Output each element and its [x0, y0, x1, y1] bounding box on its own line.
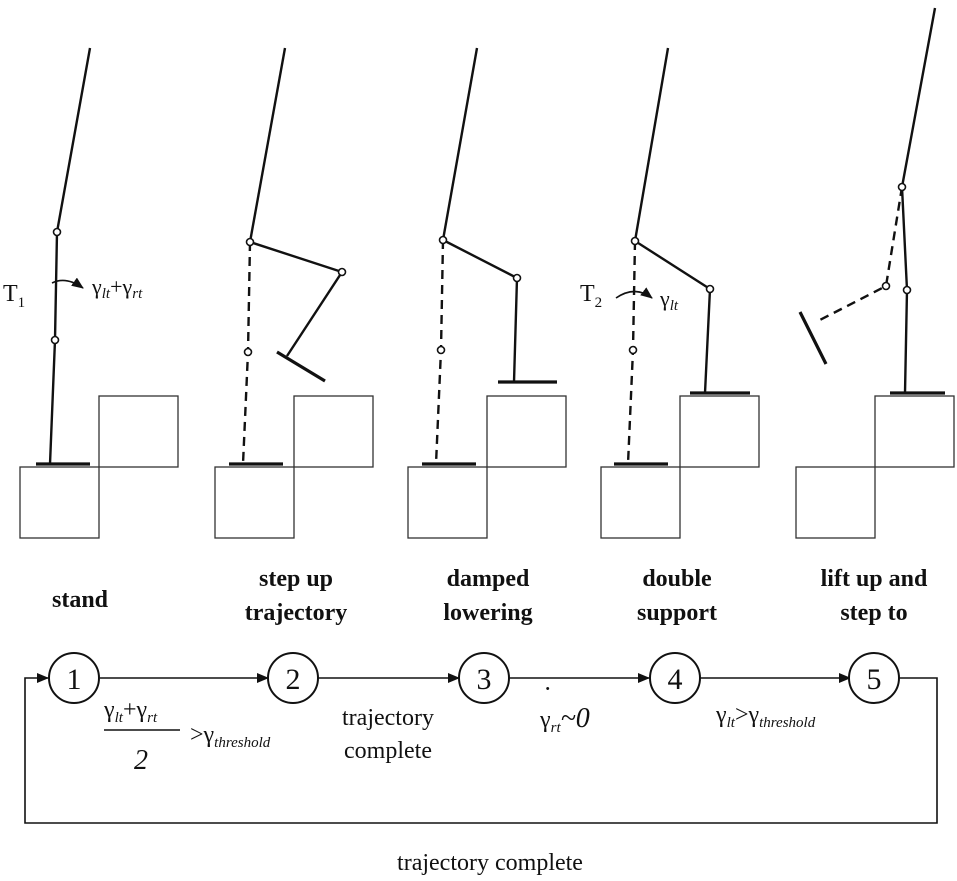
torque-annotation-t1: T1 γlt+γrt: [3, 274, 143, 311]
figure-stand: [19, 47, 179, 539]
stairs: [407, 395, 567, 539]
knee-joint: [337, 267, 347, 277]
figure-step-up: [214, 47, 374, 539]
hip-joint: [245, 237, 255, 247]
stance-thigh: [248, 47, 287, 243]
phase-label-lift-2: step to: [840, 600, 907, 626]
swing-foot: [798, 311, 828, 365]
stance-leg: [48, 47, 92, 465]
figure-lift-up: [795, 7, 955, 539]
state-3: 3: [458, 652, 510, 704]
swing-leg: [249, 240, 344, 357]
figure-double-support: [600, 47, 760, 539]
state-5: 5: [848, 652, 900, 704]
leading-leg: [634, 239, 712, 394]
svg-text:>γthreshold: >γthreshold: [190, 722, 271, 751]
svg-text:complete: complete: [344, 738, 432, 764]
svg-text:γlt: γlt: [659, 286, 679, 314]
swing-foot: [276, 350, 326, 383]
condition-1-2: γlt+γrt 2 >γthreshold: [103, 697, 271, 776]
phase-label-double: double: [642, 566, 712, 592]
svg-text:˙: ˙: [543, 682, 552, 713]
condition-5-1: trajectory complete: [397, 850, 583, 876]
stairs: [795, 395, 955, 539]
transition-arrows: [24, 673, 938, 824]
arrow-5-1-loop: [24, 673, 938, 824]
svg-text:2: 2: [286, 663, 301, 696]
stance-leg: [900, 7, 937, 394]
torque-annotation-t2: T2 γlt: [580, 281, 679, 314]
swing-leg: [442, 238, 519, 383]
stance-thigh: [441, 47, 479, 241]
state-1: 1: [48, 652, 100, 704]
state-4: 4: [649, 652, 701, 704]
knee-joint: [50, 335, 60, 345]
svg-text:4: 4: [668, 663, 683, 696]
knee-joint: [881, 281, 891, 291]
stairs: [600, 395, 760, 539]
knee-joint: [436, 345, 446, 355]
phase-label-damped: damped: [447, 566, 530, 592]
svg-text:2: 2: [134, 745, 148, 776]
knee-joint: [243, 347, 253, 357]
figure-damped-lowering: [407, 47, 567, 539]
condition-3-4: γrt~0 ˙: [539, 682, 590, 736]
swing-leg-dashed: [817, 186, 904, 323]
svg-text:5: 5: [867, 663, 882, 696]
phase-label-lift: lift up and: [821, 566, 928, 592]
svg-text:γrt~0: γrt~0: [539, 703, 590, 736]
knee-joint: [705, 284, 715, 294]
svg-text:γlt>γthreshold: γlt>γthreshold: [715, 702, 816, 731]
phase-label-stand: stand: [52, 587, 109, 613]
knee-joint: [512, 273, 522, 283]
hip-joint: [897, 182, 907, 192]
knee-joint: [628, 345, 638, 355]
stairs: [19, 395, 179, 539]
svg-text:1: 1: [67, 663, 82, 696]
stairs: [214, 395, 374, 539]
stance-thigh: [633, 47, 670, 242]
hip-joint: [630, 236, 640, 246]
phase-label-step-up-2: trajectory: [245, 600, 348, 626]
hip-joint: [52, 227, 62, 237]
condition-2-3: trajectory complete: [342, 705, 434, 764]
svg-text:γlt+γrt: γlt+γrt: [103, 697, 158, 726]
hip-joint: [438, 235, 448, 245]
svg-text:3: 3: [477, 663, 492, 696]
phase-label-double-2: support: [637, 600, 717, 626]
state-2: 2: [267, 652, 319, 704]
phase-label-step-up: step up: [259, 566, 333, 592]
knee-joint: [902, 285, 912, 295]
svg-text:γlt+γrt: γlt+γrt: [91, 274, 143, 302]
svg-text:T1: T1: [3, 281, 25, 311]
svg-text:trajectory: trajectory: [342, 705, 434, 731]
svg-text:T2: T2: [580, 281, 602, 311]
phase-label-damped-2: lowering: [443, 600, 532, 626]
condition-4-5: γlt>γthreshold: [715, 702, 816, 731]
